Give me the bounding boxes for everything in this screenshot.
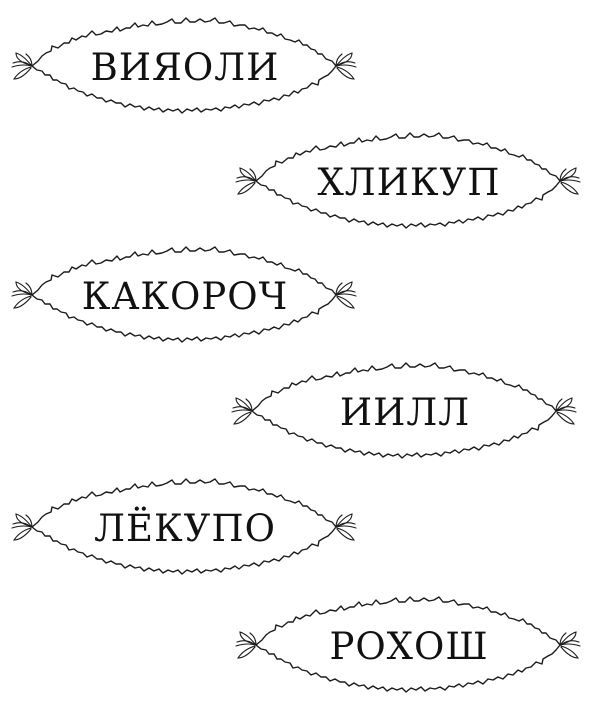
word-label: РОХОШ xyxy=(329,624,489,668)
word-card-5: ЛЁКУПО xyxy=(2,470,368,584)
word-label: ИИЛЛ xyxy=(339,390,471,434)
word-label: ХЛИКУП xyxy=(317,160,501,204)
word-card-6: РОХОШ xyxy=(226,588,592,702)
word-label: КАКОРОЧ xyxy=(81,274,289,318)
word-card-1: ВИЯОЛИ xyxy=(2,9,368,123)
word-card-3: КАКОРОЧ xyxy=(2,238,368,352)
word-label: ЛЁКУПО xyxy=(94,506,276,550)
word-label: ВИЯОЛИ xyxy=(90,45,280,89)
word-card-2: ХЛИКУП xyxy=(226,124,592,238)
word-card-4: ИИЛЛ xyxy=(222,354,588,468)
